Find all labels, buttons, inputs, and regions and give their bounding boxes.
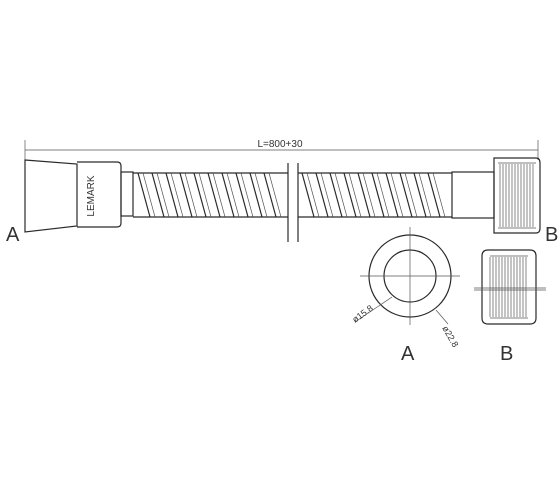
- hose-coil-line: [376, 172, 390, 218]
- hose-coil-line: [249, 172, 263, 218]
- hose-coil-line: [179, 172, 193, 218]
- hose-coil-line: [390, 172, 404, 218]
- hose-coil-line: [184, 172, 198, 218]
- length-dimension-label: L=800+30: [257, 139, 302, 150]
- hose-coil-line: [240, 172, 254, 218]
- hose-coil-line: [170, 172, 184, 218]
- hose-coil-line: [432, 172, 446, 218]
- hose-coils-left: [137, 172, 282, 218]
- hose-coil-line: [315, 172, 329, 218]
- end-a-fitting: LEMARK: [24, 159, 134, 233]
- break-symbol: [287, 163, 299, 242]
- outer-diameter-label: ø22.8: [440, 324, 460, 349]
- hose-coil-line: [320, 172, 334, 218]
- hose-coil-line: [362, 172, 376, 218]
- length-dimension: L=800+30: [24, 139, 539, 160]
- hose-coil-line: [306, 172, 320, 218]
- hose-coil-line: [156, 172, 170, 218]
- hose-coil-line: [268, 172, 282, 218]
- hose-coil-line: [301, 172, 315, 218]
- knurl-lines: [499, 164, 534, 227]
- hose-coil-line: [427, 172, 441, 218]
- hose-coil-line: [221, 172, 235, 218]
- hose-coil-line: [165, 172, 179, 218]
- hose-coil-line: [334, 172, 348, 218]
- hose-coil-line: [404, 172, 418, 218]
- hose-coil-line: [348, 172, 362, 218]
- side-view-b: [474, 249, 546, 325]
- hose-coil-line: [343, 172, 357, 218]
- knurl-lines-side-view: [489, 257, 527, 317]
- hose-coil-line: [207, 172, 221, 218]
- hose-coil-line: [329, 172, 343, 218]
- hose-coil-line: [142, 172, 156, 218]
- end-b-fitting: [451, 157, 541, 234]
- hose-coil-line: [385, 172, 399, 218]
- end-b-label: B: [545, 224, 558, 246]
- section-view-a: ø15.8 ø22.8: [350, 227, 460, 349]
- hose-coil-line: [151, 172, 165, 218]
- hose-coil-line: [198, 172, 212, 218]
- hose-coil-line: [235, 172, 249, 218]
- hose-coil-line: [137, 172, 151, 218]
- hose-coils-right: [301, 172, 446, 218]
- brand-label: LEMARK: [86, 175, 97, 216]
- hose-coil-line: [371, 172, 385, 218]
- end-a-label: A: [6, 224, 20, 246]
- inner-diameter-label: ø15.8: [350, 303, 374, 325]
- view-b-label: B: [500, 343, 513, 365]
- hose-coil-line: [418, 172, 432, 218]
- view-a-label: A: [401, 343, 415, 365]
- hose-coil-line: [357, 172, 371, 218]
- hose-coil-line: [399, 172, 413, 218]
- hose-coil-line: [193, 172, 207, 218]
- corrugated-hose: [133, 172, 452, 218]
- hose-coil-line: [263, 172, 277, 218]
- hose-coil-line: [413, 172, 427, 218]
- hose-coil-line: [226, 172, 240, 218]
- hose-coil-line: [254, 172, 268, 218]
- hose-coil-line: [212, 172, 226, 218]
